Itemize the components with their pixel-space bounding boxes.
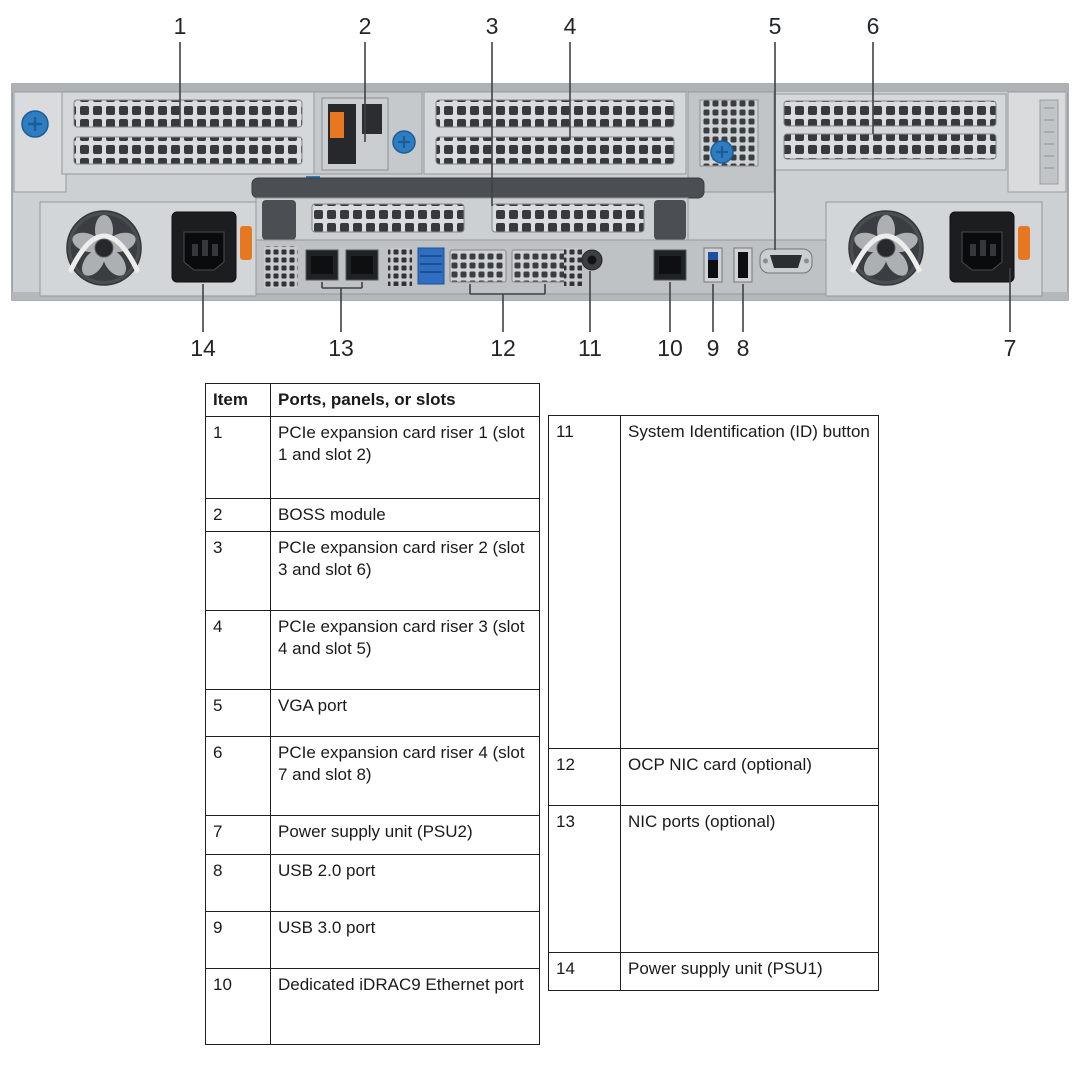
item-desc: USB 3.0 port [270, 911, 540, 970]
table-row: 4 PCIe expansion card riser 3 (slot 4 an… [205, 610, 540, 691]
item-number: 9 [205, 911, 271, 970]
table-row: 8 USB 2.0 port [205, 854, 540, 913]
psu1 [39, 201, 257, 297]
psu2-power-inlet [949, 211, 1015, 283]
pcie-riser-1 [61, 91, 315, 175]
pcie-riser-3 [423, 91, 687, 175]
io-plate [255, 239, 829, 295]
server-chassis [11, 83, 1069, 301]
item-number: 5 [205, 689, 271, 738]
callout-14: 14 [190, 335, 216, 361]
callout-8: 8 [737, 335, 750, 361]
item-desc: BOSS module [270, 498, 540, 533]
table-row: 2 BOSS module [205, 498, 540, 533]
callout-9: 9 [707, 335, 720, 361]
table-row: 12 OCP NIC card (optional) [548, 748, 879, 806]
table-row: 7 Power supply unit (PSU2) [205, 815, 540, 856]
callout-1: 1 [174, 13, 187, 39]
table-row: 14 Power supply unit (PSU1) [548, 952, 879, 991]
item-desc: Power supply unit (PSU1) [620, 952, 879, 991]
table-header-row: Item Ports, panels, or slots [205, 382, 540, 418]
callout-5: 5 [769, 13, 782, 39]
item-number: 14 [548, 952, 621, 991]
table-row: 1 PCIe expansion card riser 1 (slot 1 an… [205, 416, 540, 500]
vga-port [759, 248, 813, 274]
item-desc: OCP NIC card (optional) [620, 748, 879, 806]
item-desc: Dedicated iDRAC9 Ethernet port [270, 968, 540, 1046]
riser-handle-bar [251, 177, 705, 199]
boss-pull-tab [330, 112, 344, 138]
usb2-port [733, 247, 753, 283]
legend-table-left: Item Ports, panels, or slots 1 PCIe expa… [205, 382, 540, 1046]
table-row: 11 System Identification (ID) button [548, 415, 879, 749]
table-row: 5 VGA port [205, 689, 540, 738]
psu2 [825, 201, 1043, 297]
item-desc: Power supply unit (PSU2) [270, 815, 540, 856]
item-desc: PCIe expansion card riser 2 (slot 3 and … [270, 531, 540, 612]
header-desc: Ports, panels, or slots [270, 382, 540, 418]
table-row: 13 NIC ports (optional) [548, 805, 879, 953]
header-item: Item [205, 382, 271, 418]
table-row: 6 PCIe expansion card riser 4 (slot 7 an… [205, 736, 540, 817]
callout-2: 2 [359, 13, 372, 39]
callout-7: 7 [1004, 335, 1017, 361]
callout-10: 10 [657, 335, 683, 361]
nic-ports [305, 249, 379, 281]
item-number: 3 [205, 531, 271, 612]
item-number: 2 [205, 498, 271, 533]
blue-module [417, 247, 445, 285]
psu1-power-inlet [171, 211, 237, 283]
item-desc: VGA port [270, 689, 540, 738]
item-desc: USB 2.0 port [270, 854, 540, 913]
callout-12: 12 [490, 335, 516, 361]
psu2-release-clip [1018, 226, 1030, 260]
callout-11: 11 [578, 335, 602, 361]
system-id-button [581, 249, 603, 271]
item-number: 7 [205, 815, 271, 856]
item-desc: PCIe expansion card riser 3 (slot 4 and … [270, 610, 540, 691]
item-number: 12 [548, 748, 621, 806]
callout-numbers: 1 2 3 4 5 6 14 13 12 11 10 9 8 7 [174, 13, 1017, 361]
boss-module [306, 91, 423, 184]
callout-6: 6 [867, 13, 880, 39]
item-desc: PCIe expansion card riser 1 (slot 1 and … [270, 416, 540, 500]
legend-table-right: 11 System Identification (ID) button 12 … [548, 415, 879, 991]
mid-divider [687, 91, 775, 193]
callout-4: 4 [564, 13, 577, 39]
right-ear [1007, 91, 1067, 193]
item-number: 8 [205, 854, 271, 913]
item-number: 6 [205, 736, 271, 817]
item-desc: NIC ports (optional) [620, 805, 879, 953]
psu1-release-clip [240, 226, 252, 260]
table-row: 3 PCIe expansion card riser 2 (slot 3 an… [205, 531, 540, 612]
pcie-riser-2 [255, 197, 689, 243]
item-number: 4 [205, 610, 271, 691]
item-number: 10 [205, 968, 271, 1046]
item-number: 13 [548, 805, 621, 953]
callout-leader-lines [179, 42, 1011, 332]
ocp-nic-card [449, 249, 569, 283]
callout-3: 3 [486, 13, 499, 39]
pcie-riser-4 [773, 93, 1007, 171]
item-desc: PCIe expansion card riser 4 (slot 7 and … [270, 736, 540, 817]
left-ear [13, 91, 67, 193]
callout-13: 13 [328, 335, 354, 361]
item-number: 1 [205, 416, 271, 500]
item-number: 11 [548, 415, 621, 749]
idrac-ethernet-port [653, 249, 687, 281]
table-row: 10 Dedicated iDRAC9 Ethernet port [205, 968, 540, 1046]
usb3-port [703, 247, 723, 283]
server-rear-diagram: 1 2 3 4 5 6 14 13 12 11 10 9 8 7 [11, 13, 1069, 361]
item-desc: System Identification (ID) button [620, 415, 879, 749]
table-row: 9 USB 3.0 port [205, 911, 540, 970]
